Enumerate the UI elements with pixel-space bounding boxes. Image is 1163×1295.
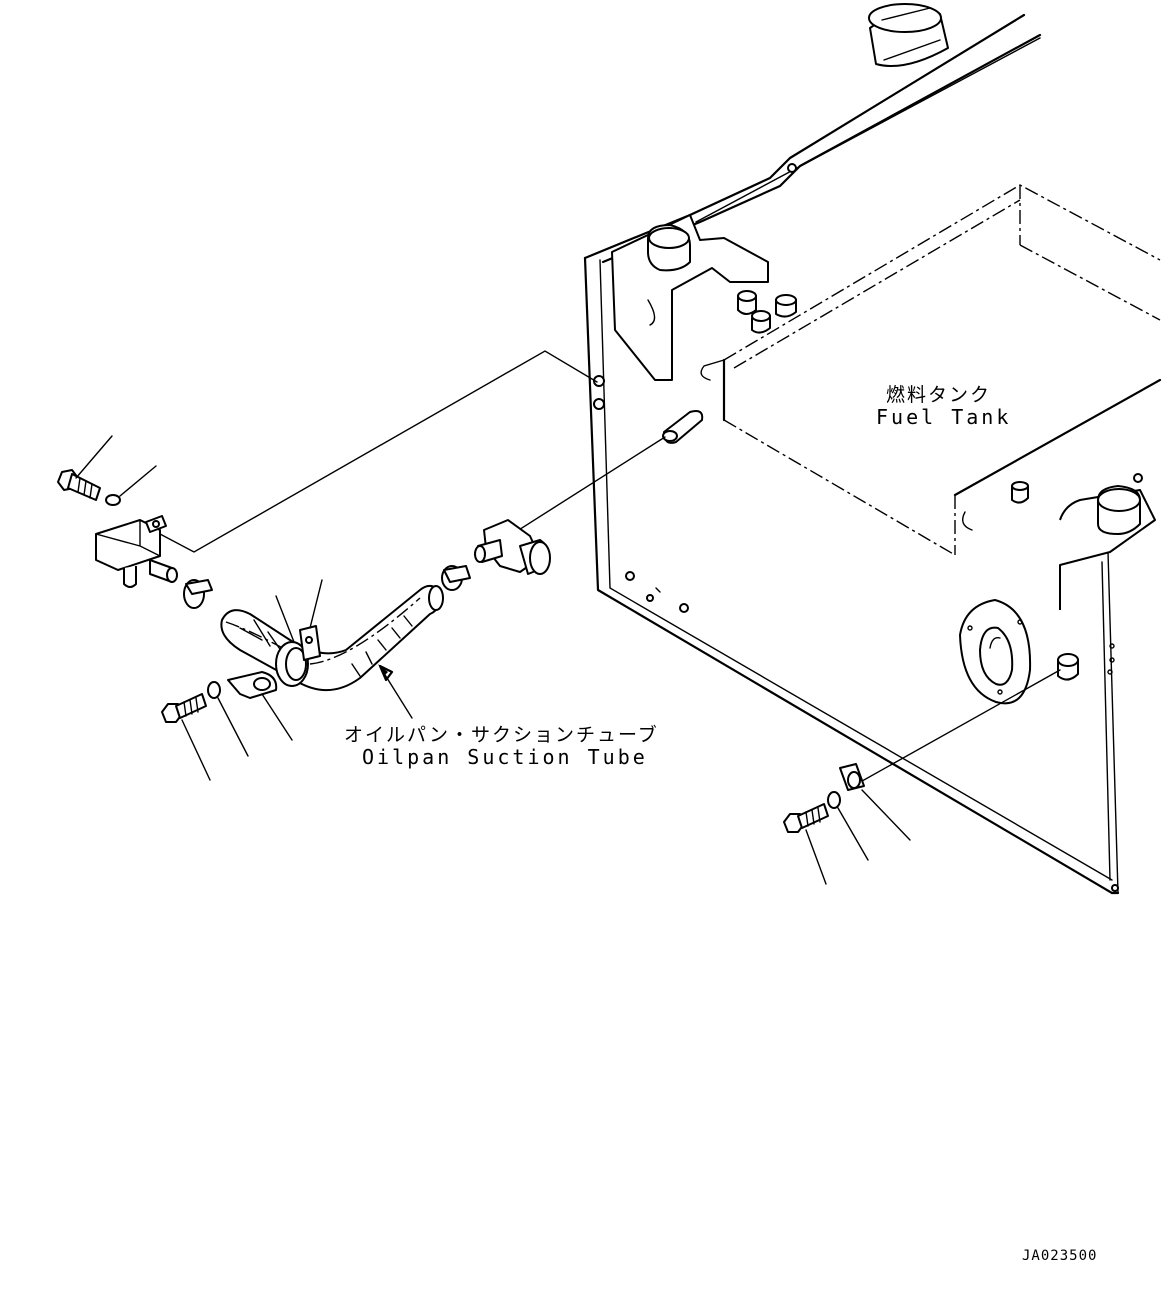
- suction-tube-label-jp: オイルパン・サクションチューブ: [344, 724, 659, 746]
- bolt-lower-right: [783, 803, 829, 885]
- washer-upper-left: [105, 465, 157, 506]
- washer-lower-left: [207, 681, 249, 757]
- suction-tube-pointer: [378, 664, 413, 719]
- hose-clamp-left: [183, 579, 213, 609]
- fuel-tank-label-jp: 燃料タンク: [886, 384, 992, 406]
- assembly-lines: [159, 350, 1061, 786]
- tank-outlet-boss: [662, 410, 704, 444]
- bolt-lower-left: [161, 693, 211, 781]
- elbow-connector: [474, 519, 551, 575]
- clip-lower-right: [839, 763, 911, 841]
- drawing-id: JA023500: [1022, 1248, 1098, 1264]
- washer-lower-right: [827, 791, 869, 861]
- valve-block: [95, 515, 178, 588]
- clip-lower-left: [227, 671, 293, 741]
- suction-tube-label-en: Oilpan Suction Tube: [362, 745, 648, 769]
- fuel-tank-label-en: Fuel Tank: [876, 405, 1012, 429]
- cushion-clamp: [275, 579, 323, 687]
- fuel-tank: [583, 3, 1162, 895]
- hose-clamp-right: [441, 565, 471, 591]
- bolt-upper-left: [57, 435, 113, 501]
